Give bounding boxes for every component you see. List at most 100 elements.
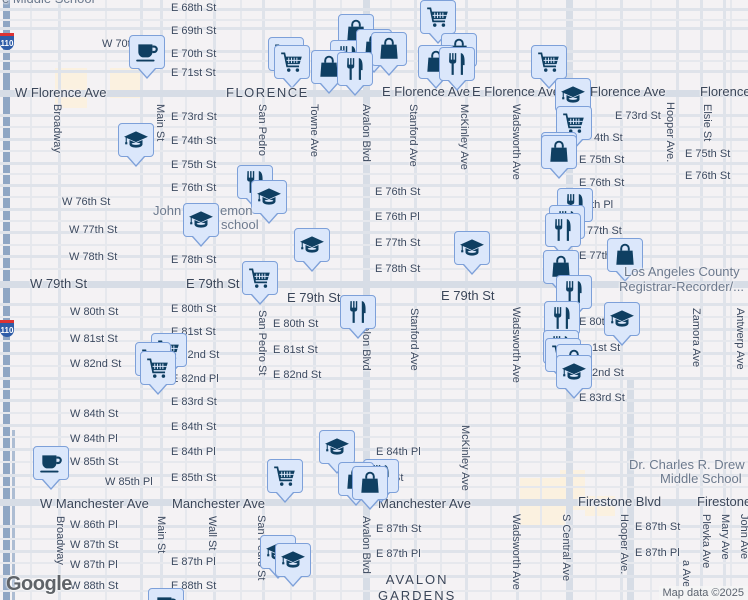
street-label-e74b: 4th St [594,132,623,144]
restaurant-marker[interactable] [439,47,475,91]
street-label-e_florence1: E Florence Ave [382,84,470,99]
shopping-marker[interactable] [607,238,643,282]
grocery-marker[interactable] [267,459,303,503]
poi-label-drew-school-2[interactable]: Middle School [660,471,742,486]
street-label-e84pl: E 84th Pl [171,446,216,458]
grocery-marker[interactable] [140,351,176,395]
road [213,0,216,600]
road [0,114,748,117]
restaurant-marker[interactable] [337,52,373,96]
road [0,377,748,380]
school-marker[interactable] [454,231,490,275]
street-label-w84: W 84th St [70,408,119,420]
shopping-marker[interactable] [352,466,388,510]
road [0,388,748,390]
shopping-icon [376,36,402,62]
coffee-marker[interactable] [129,35,165,79]
road [0,424,748,427]
grocery-marker[interactable] [420,0,456,44]
school-marker[interactable] [275,543,311,587]
street-label-zamora: Zamora Ave [690,308,702,368]
street-label-e85: E 85th St [171,472,217,484]
school-icon [188,207,214,233]
shopping-marker[interactable] [371,32,407,76]
street-label-w86pl: W 86th Pl [70,519,118,531]
coffee-icon [153,592,179,600]
road [0,352,748,355]
street-label-manchester2: Manchester Ave [378,496,471,511]
poi-label-top-school[interactable]: e Middle School [2,0,95,6]
road [730,0,732,600]
school-marker[interactable] [319,430,355,474]
school-marker[interactable] [604,302,640,346]
road [414,0,417,600]
school-marker[interactable] [294,228,330,272]
street-label-w77: W 77th St [69,224,118,236]
road [700,0,703,600]
street-label-plevka: Plevka Ave [700,514,712,569]
street-label-e76b: E 76th St [375,186,421,198]
poi-label-drew-school[interactable]: Dr. Charles R. Drew [629,457,745,472]
road [723,0,726,600]
school-marker[interactable] [556,355,592,399]
street-label-stanford: Stanford Ave [407,104,419,167]
street-label-mckinley2: McKinley Ave [459,425,471,491]
street-label-e77: E 77th St [375,237,421,249]
poi-label-registrar[interactable]: Los Angeles County [624,264,740,279]
school-icon [560,82,586,108]
street-label-e87b: E 87th St [635,521,681,533]
road [313,0,316,600]
grocery-icon [561,110,587,136]
street-label-e76: E 76th St [171,182,217,194]
street-label-wall: Wall St [206,516,218,551]
street-label-e80b: E 80th St [273,318,319,330]
shopping-icon [548,254,574,280]
road [0,328,748,331]
restaurant-marker[interactable] [545,213,581,257]
restaurant-icon [444,51,470,77]
street-label-e75: E 75th St [171,159,217,171]
street-label-wadsworth: Wadsworth Ave [510,104,522,180]
grocery-marker[interactable] [242,261,278,305]
street-label-w76: W 76th St [62,196,111,208]
grocery-marker[interactable] [531,45,567,89]
school-icon [324,434,350,460]
street-label-w87: W 87th St [70,539,119,551]
street-label-e83: E 83rd St [171,396,217,408]
street-label-e80c: E 80t [579,316,605,328]
street-label-e79a: E 79th St [186,276,240,291]
street-label-e76c: E 76th St [579,177,625,189]
shopping-marker[interactable] [541,135,577,179]
restaurant-marker[interactable] [340,295,376,339]
road [185,0,187,600]
road [30,0,32,600]
coffee-marker[interactable] [33,446,69,490]
street-label-e76pl: E 76th Pl [375,211,420,223]
road [105,0,107,600]
school-marker[interactable] [183,203,219,247]
restaurant-icon [342,56,368,82]
road [0,412,748,414]
school-icon [459,235,485,261]
street-label-elsie: Elsie St [701,104,713,142]
school-marker[interactable] [118,123,154,167]
road [676,0,679,600]
street-label-w85pl: W 85th Pl [105,476,153,488]
restaurant-icon [561,279,587,305]
shopping-icon [612,242,638,268]
grocery-marker[interactable] [274,45,310,89]
street-label-w_manchester: W Manchester Ave [40,496,149,511]
road [240,0,242,600]
school-marker[interactable] [251,180,287,224]
street-label-e84pl2: E 84th Pl [376,446,421,458]
poi-label-registrar-2[interactable]: Registrar-Recorder/... [619,279,744,294]
road [0,150,748,152]
coffee-marker[interactable] [148,588,184,600]
school-icon [280,547,306,573]
map-attribution[interactable]: Map data ©2025 [658,586,748,600]
school-icon [609,306,635,332]
road [140,0,143,600]
street-label-avalon: Avalon Blvd [360,104,372,162]
street-label-main2: Main St [155,516,167,554]
